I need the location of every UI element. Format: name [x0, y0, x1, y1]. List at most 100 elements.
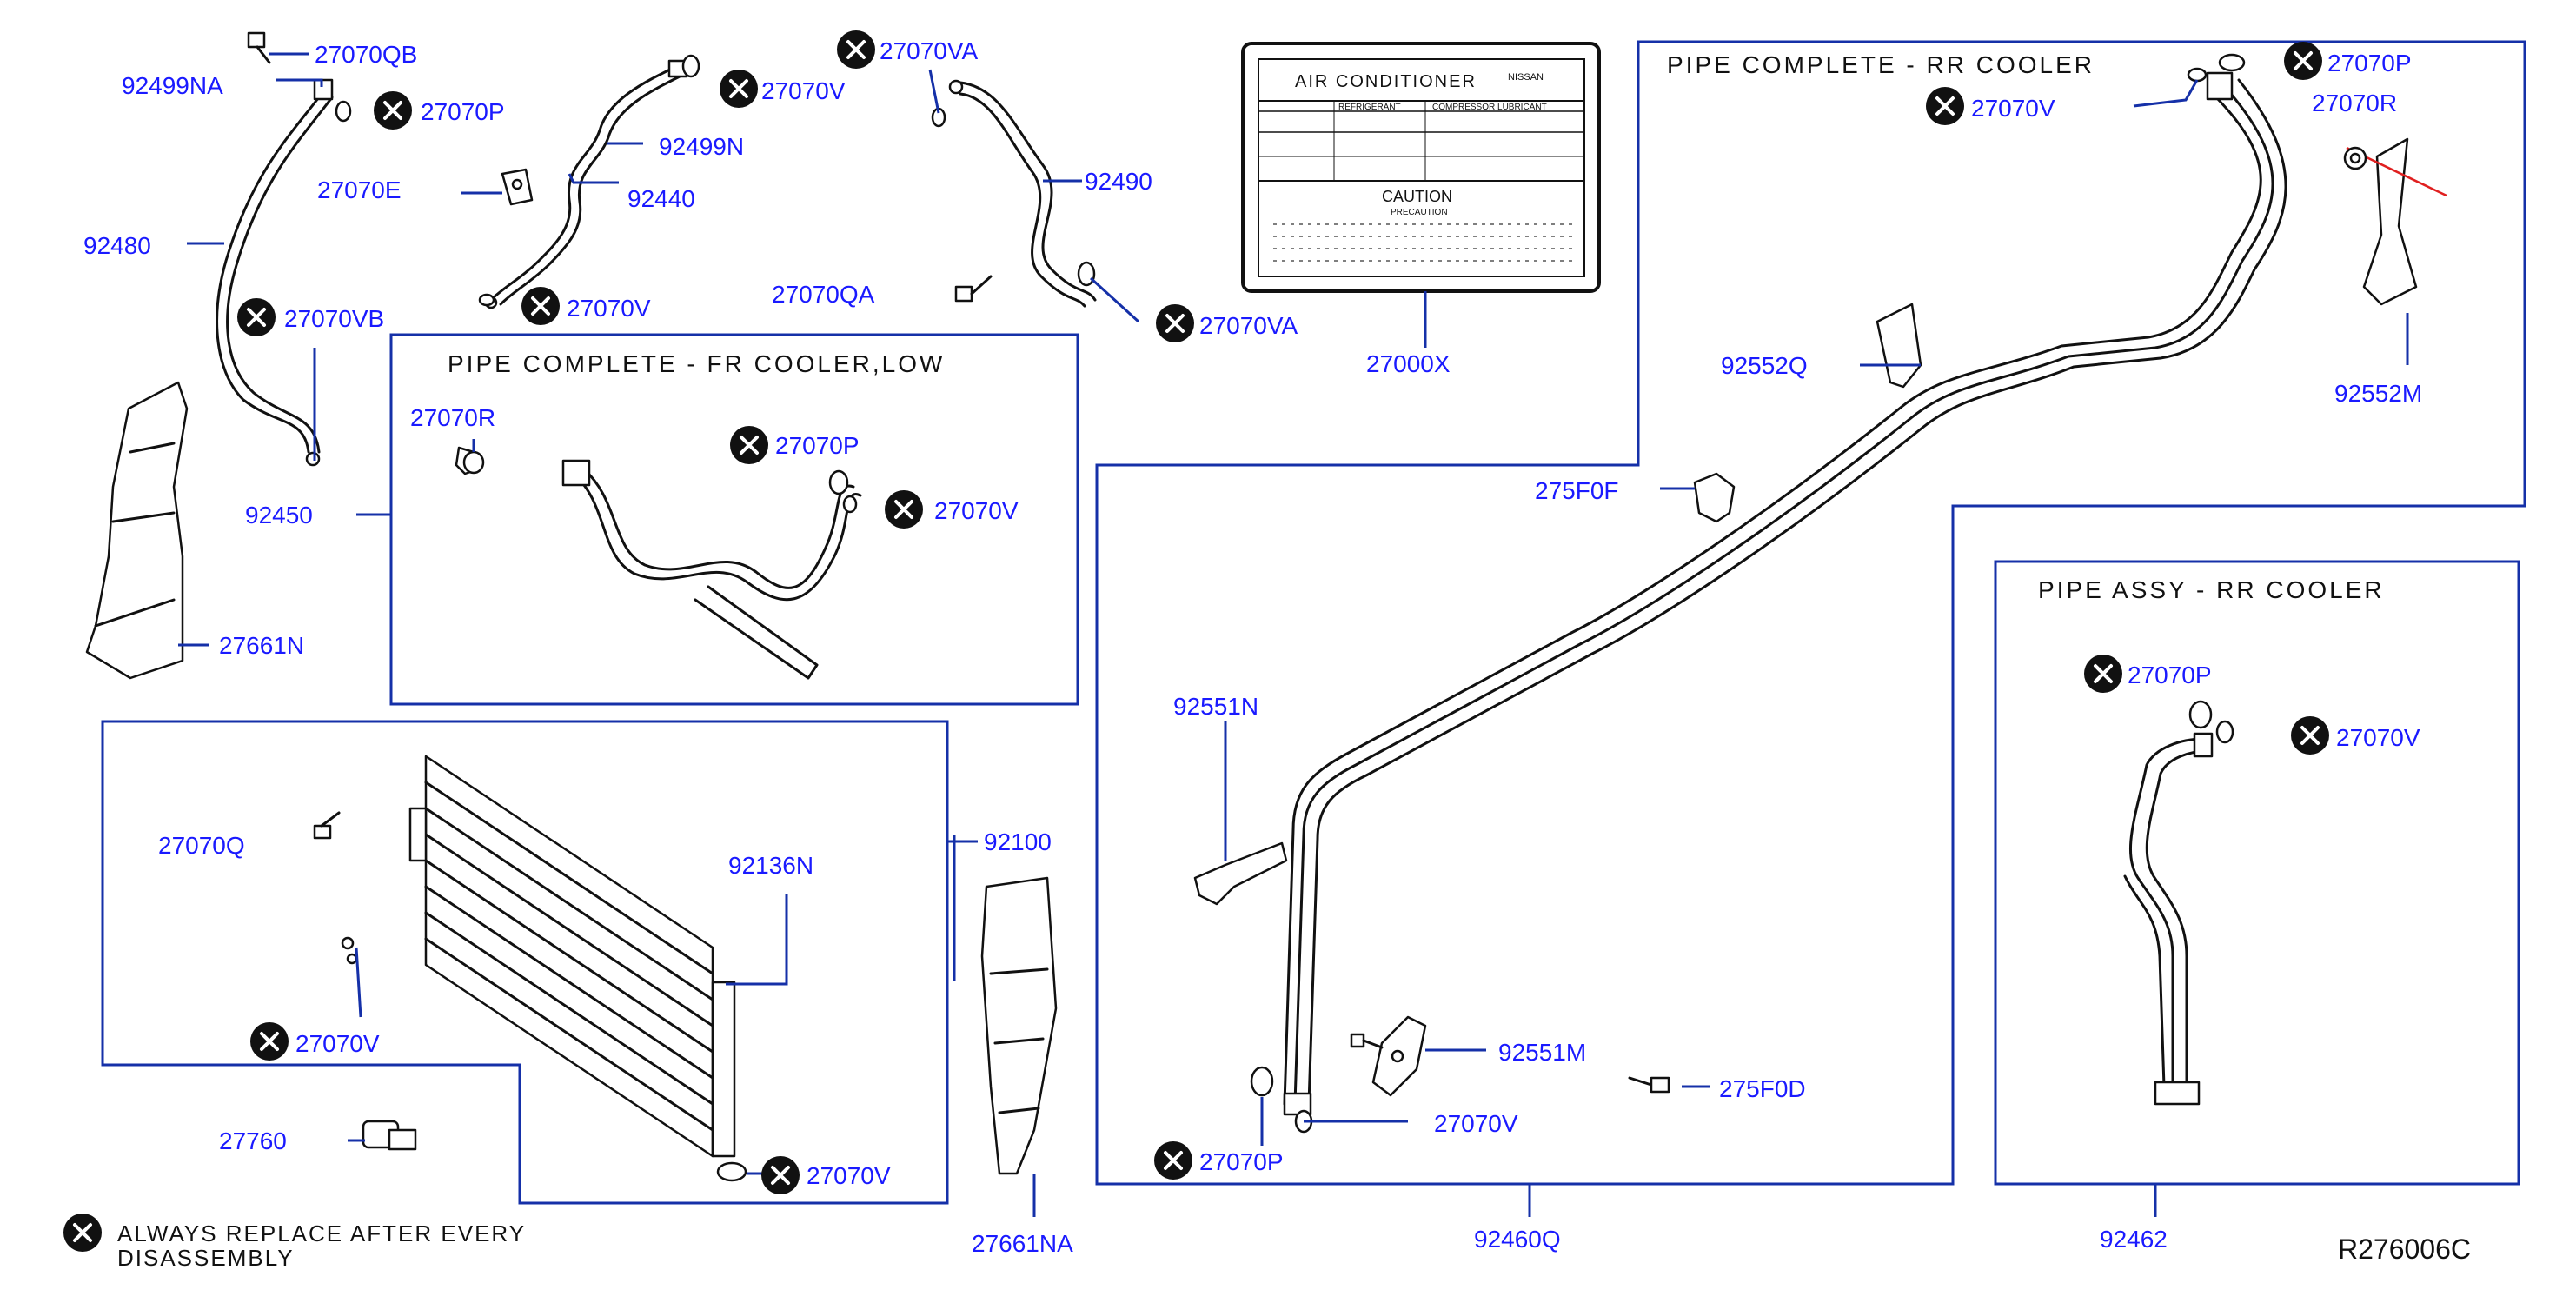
- label-27070v-b: 27070V: [567, 295, 651, 322]
- bolt-92551m: [1350, 1033, 1384, 1049]
- label-27070p-a: 27070P: [421, 98, 505, 125]
- bracket-27661na: [980, 876, 1058, 1175]
- bolt-27070qb: [247, 31, 271, 64]
- label-caution: CAUTION: [1382, 188, 1452, 205]
- o-ring-27070v-assy: [2215, 720, 2234, 744]
- x-27070va-a: [835, 29, 877, 70]
- o-ring-27070v-cond: [716, 1161, 747, 1182]
- label-27070e: 27070E: [317, 176, 402, 203]
- group-title-rr-cooler-complete: PIPE COMPLETE - RR COOLER: [1667, 51, 2095, 78]
- o-ring-27070p-rr: [2218, 53, 2246, 72]
- replace-marks: [62, 29, 2331, 1253]
- label-27070qb: 27070QB: [315, 41, 417, 68]
- label-92551n: 92551N: [1173, 693, 1258, 720]
- label-27070r-b: 27070R: [2312, 90, 2397, 116]
- label-27070p-c: 27070P: [2327, 50, 2412, 76]
- label-27070vb: 27070VB: [284, 305, 384, 332]
- pipe-rr-cooler-complete: [1283, 71, 2287, 1116]
- o-ring-27070p-assy: [2188, 700, 2213, 729]
- label-refrigerant: REFRIGERANT: [1338, 103, 1401, 112]
- label-27070v-c: 27070V: [934, 497, 1019, 524]
- x-27070p-a: [372, 90, 414, 131]
- label-92499n: 92499N: [659, 133, 744, 160]
- x-27070vb: [236, 296, 277, 338]
- bolt-27070q: [313, 811, 341, 840]
- bolt-275f0d: [1628, 1076, 1670, 1094]
- bracket-27661n: [85, 381, 189, 680]
- pipe-rr-cooler-assy: [2123, 732, 2214, 1106]
- label-title: AIR CONDITIONER: [1295, 72, 1477, 91]
- x-27070v-b: [520, 285, 561, 327]
- part-labels: 27070QB 92499NA 27070P 92480 27070E 2707…: [83, 37, 2422, 1257]
- leader-lines: [178, 52, 2409, 1217]
- label-27070qa: 27070QA: [772, 281, 875, 308]
- x-27070v-f: [1924, 85, 1966, 127]
- nut-27070r-fr: [462, 450, 485, 475]
- o-ring-27070v-top: [681, 54, 700, 78]
- label-92136n: 92136N: [728, 852, 813, 879]
- label-compressor: COMPRESSOR LUBRICANT: [1432, 103, 1547, 112]
- x-27070v-c: [883, 489, 925, 530]
- x-27070va-b: [1154, 303, 1196, 344]
- o-ring-27070p-top: [335, 100, 352, 123]
- condenser-92100: [408, 755, 736, 1158]
- label-27070va-b: 27070VA: [1199, 312, 1298, 339]
- o-ring-small: [341, 936, 358, 965]
- label-27070v-e: 27070V: [807, 1162, 891, 1189]
- o-ring-27070v-rr: [2187, 67, 2208, 83]
- label-92100: 92100: [984, 828, 1052, 855]
- bracket-92552q: [1876, 303, 1922, 389]
- o-ring-27070p-fr: [828, 469, 849, 495]
- label-275f0f: 275F0F: [1535, 477, 1619, 504]
- x-27070p-c: [2282, 40, 2324, 82]
- label-27070v-g: 27070V: [1434, 1110, 1518, 1137]
- label-92440: 92440: [627, 185, 695, 212]
- group-title-fr-cooler-low: PIPE COMPLETE - FR COOLER,LOW: [448, 350, 945, 377]
- fr-cooler-low-box: [389, 333, 1079, 706]
- label-92462: 92462: [2100, 1226, 2168, 1253]
- label-92460q: 92460Q: [1474, 1226, 1561, 1253]
- clip-27070e: [501, 168, 534, 206]
- label-27070v-h: 27070V: [2336, 724, 2420, 751]
- x-27070v-d: [249, 1021, 290, 1062]
- label-27070p-b: 27070P: [775, 432, 860, 459]
- label-27000x: 27000X: [1366, 350, 1451, 377]
- label-brand: NISSAN: [1508, 72, 1544, 83]
- label-27661n: 27661N: [219, 632, 304, 659]
- nut-27070r-rr: [2343, 146, 2367, 170]
- clip-92551n: [1193, 841, 1288, 906]
- pipe-92480: [216, 78, 334, 467]
- group-title-rr-cooler-assy: PIPE ASSY - RR COOLER: [2038, 576, 2385, 603]
- x-27070p-b: [728, 424, 770, 466]
- o-ring-27070p-lower: [1250, 1066, 1274, 1097]
- pipe-fr-cooler-low: [455, 446, 862, 680]
- label-92499na: 92499NA: [122, 72, 223, 99]
- label-27070q: 27070Q: [158, 832, 245, 859]
- label-92480: 92480: [83, 232, 151, 259]
- pipe-92490: [948, 79, 1097, 308]
- rr-cooler-assy-box: [1994, 560, 2520, 1186]
- o-ring-27070v-fr: [842, 495, 858, 514]
- x-27070v-h: [2289, 715, 2331, 756]
- label-27070v-d: 27070V: [295, 1030, 380, 1057]
- label-27070v-f: 27070V: [1971, 95, 2055, 122]
- o-ring-27070va-bot: [1077, 261, 1096, 287]
- group-boxes: [101, 40, 2526, 1205]
- label-27070v-a: 27070V: [761, 77, 846, 104]
- x-27070v-e: [760, 1154, 801, 1196]
- rr-cooler-complete-box: [1095, 40, 2526, 1186]
- label-92551m: 92551M: [1498, 1039, 1586, 1066]
- x-legend: [62, 1212, 103, 1253]
- label-27661na: 27661NA: [972, 1230, 1073, 1257]
- label-92552m: 92552M: [2334, 380, 2422, 407]
- label-27070r-a: 27070R: [410, 404, 495, 431]
- bracket-92551m: [1371, 1015, 1427, 1097]
- label-275f0d: 275F0D: [1719, 1075, 1806, 1102]
- pipe-92440: [484, 59, 688, 309]
- caution-label-27000x: AIR CONDITIONER NISSAN REFRIGERANT COMPR…: [1241, 42, 1601, 293]
- label-92552q: 92552Q: [1721, 352, 1808, 379]
- label-precaution: PRECAUTION: [1391, 208, 1448, 217]
- x-27070p-e: [2082, 653, 2124, 695]
- bolt-27070qa: [954, 275, 993, 303]
- clip-275f0f: [1693, 472, 1736, 523]
